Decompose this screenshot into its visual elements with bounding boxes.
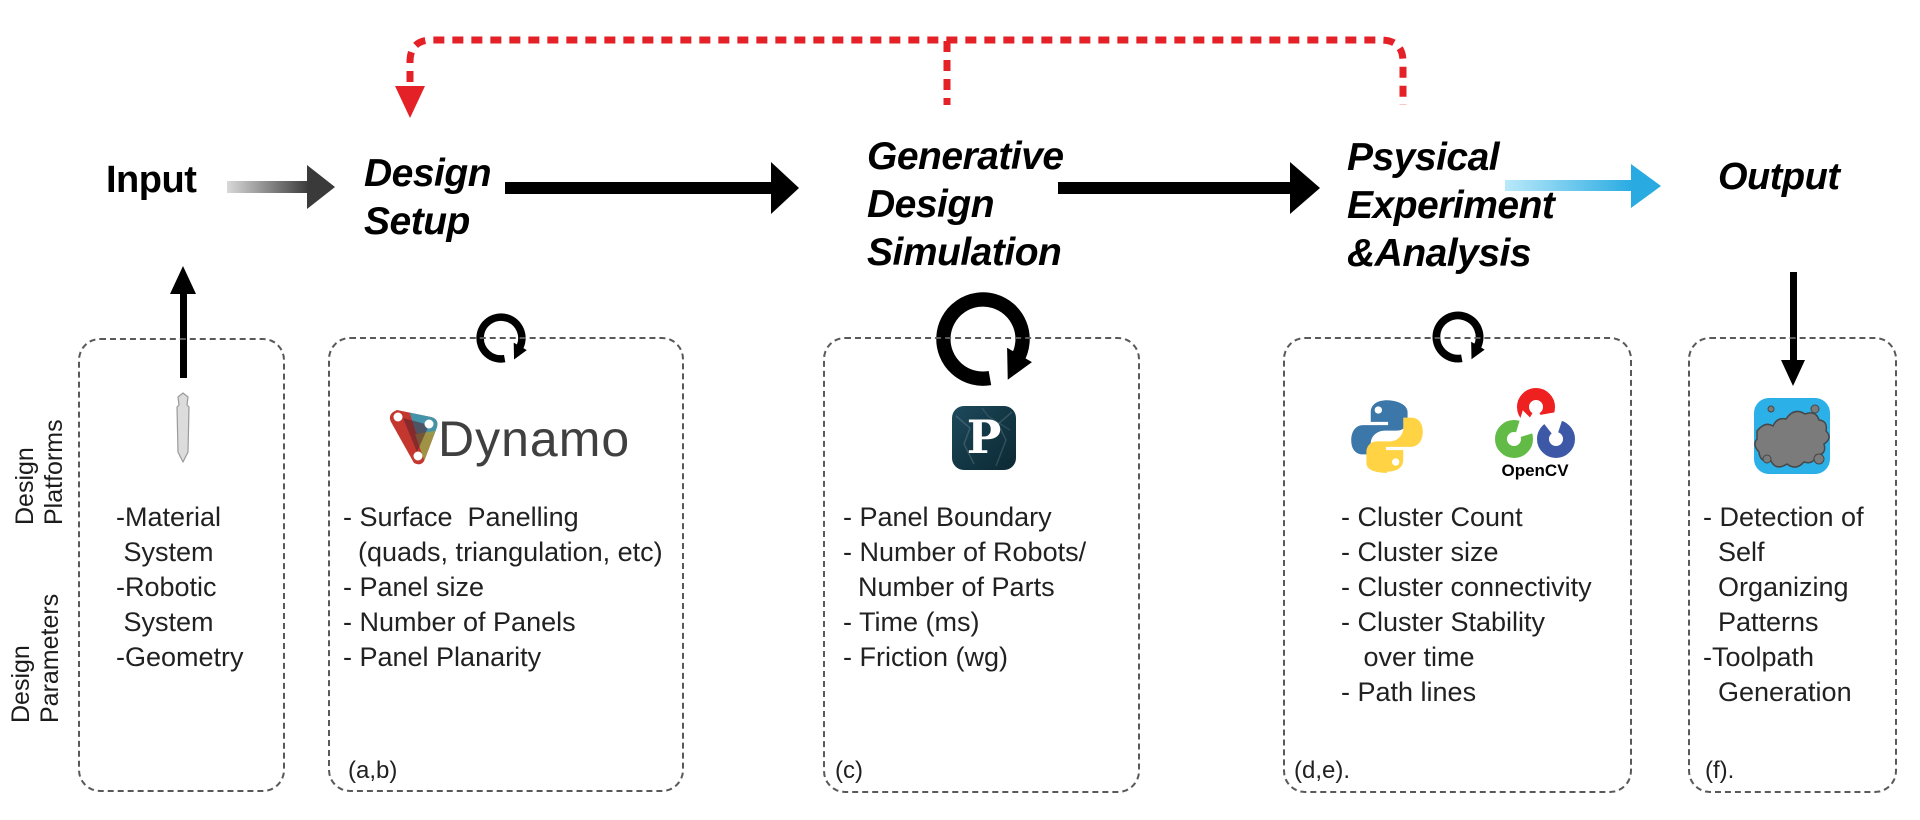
list-item: - Surface Panelling [343, 502, 579, 532]
stage-line: &Analysis [1347, 232, 1532, 275]
stage-line: Input [106, 159, 197, 201]
processing-icon: P [952, 406, 1016, 470]
stage-line: Setup [364, 200, 470, 243]
footnote-f: (f). [1705, 757, 1735, 784]
feedback-arrowhead [395, 86, 425, 118]
list-item: Number of Parts [843, 572, 1055, 602]
loop-cycle-icon [476, 313, 527, 363]
list-item: over time [1341, 642, 1475, 672]
side-label-line: Design [7, 645, 35, 723]
python-icon [1351, 400, 1423, 473]
stage-line: Generative [867, 135, 1064, 178]
footnote-ab: (a,b) [348, 757, 398, 784]
list-item: -Geometry [116, 642, 244, 672]
loop-cycle-icon [936, 292, 1032, 386]
list-item: - Panel Boundary [843, 502, 1052, 532]
list-item: Organizing [1703, 572, 1849, 602]
experiment-analysis-parameter-list: - Cluster Count - Cluster size - Cluster… [1341, 500, 1592, 710]
side-label-line: Platforms [40, 419, 68, 525]
dynamo-wordmark: Dynamo [438, 411, 631, 467]
material-stake-icon [176, 392, 190, 463]
box-experiment-analysis-parameters [1283, 337, 1632, 793]
opencv-wordmark: OpenCV [1501, 461, 1569, 480]
processing-letter: P [966, 410, 1002, 464]
list-item: - Path lines [1341, 677, 1477, 707]
design-setup-parameter-list: - Surface Panelling (quads, triangulatio… [343, 500, 663, 675]
list-item: System [116, 607, 214, 637]
stage-line: Psysical [1347, 136, 1500, 179]
stage-line: Experiment [1347, 184, 1555, 227]
footnote-de: (d,e). [1294, 757, 1351, 784]
list-item: - Number of Robots/ [843, 537, 1087, 567]
list-item: - Panel size [343, 572, 485, 602]
list-item: Self [1703, 537, 1765, 567]
list-item: Generation [1703, 677, 1852, 707]
stage-title-output: Output [1718, 153, 1840, 201]
box-design-setup-parameters [328, 337, 684, 792]
list-item: - Time (ms) [843, 607, 980, 637]
stage-line: Output [1718, 156, 1840, 198]
list-item: - Detection of [1703, 502, 1864, 532]
stage-line: Simulation [867, 231, 1062, 274]
side-label-design-platforms: Design Platforms [11, 375, 69, 525]
box-generative-simulation-parameters [823, 337, 1140, 793]
list-item: -Robotic [116, 572, 217, 602]
side-label-design-parameters: Design Parameters [7, 563, 65, 723]
dynamo-icon [389, 410, 438, 465]
list-item: - Friction (wg) [843, 642, 1009, 672]
stage-title-input: Input [106, 156, 197, 204]
stage-title-generative-design-simulation: Generative Design Simulation [867, 133, 1064, 277]
input-parameter-list: -Material System -Robotic System -Geomet… [116, 500, 244, 675]
stage-title-design-setup: Design Setup [364, 150, 492, 246]
side-label-line: Design [11, 447, 39, 525]
stage-line: Design [867, 183, 995, 226]
list-item: - Number of Panels [343, 607, 576, 637]
generative-simulation-parameter-list: - Panel Boundary - Number of Robots/ Num… [843, 500, 1086, 675]
list-item: -Toolpath [1703, 642, 1815, 672]
list-item: System [116, 537, 214, 567]
list-item: - Cluster size [1341, 537, 1499, 567]
stage-title-physical-experiment-analysis: Psysical Experiment &Analysis [1347, 134, 1555, 278]
list-item: - Cluster Stability [1341, 607, 1546, 637]
list-item: Patterns [1703, 607, 1819, 637]
list-item: - Cluster Count [1341, 502, 1523, 532]
box-input-parameters [78, 338, 285, 792]
list-item: -Material [116, 502, 222, 532]
side-label-line: Parameters [36, 593, 64, 723]
opencv-icon: OpenCV [1492, 387, 1578, 483]
stage-line: Design [364, 152, 492, 195]
output-parameter-list: - Detection of Self Organizing Patterns … [1703, 500, 1864, 710]
pattern-output-icon [1754, 398, 1830, 474]
list-item: - Cluster connectivity [1341, 572, 1592, 602]
box-output-parameters [1688, 337, 1897, 793]
loop-cycle-icon [1432, 311, 1485, 363]
list-item: - Panel Planarity [343, 642, 542, 672]
list-item: (quads, triangulation, etc) [343, 537, 663, 567]
footnote-c: (c) [835, 757, 863, 784]
